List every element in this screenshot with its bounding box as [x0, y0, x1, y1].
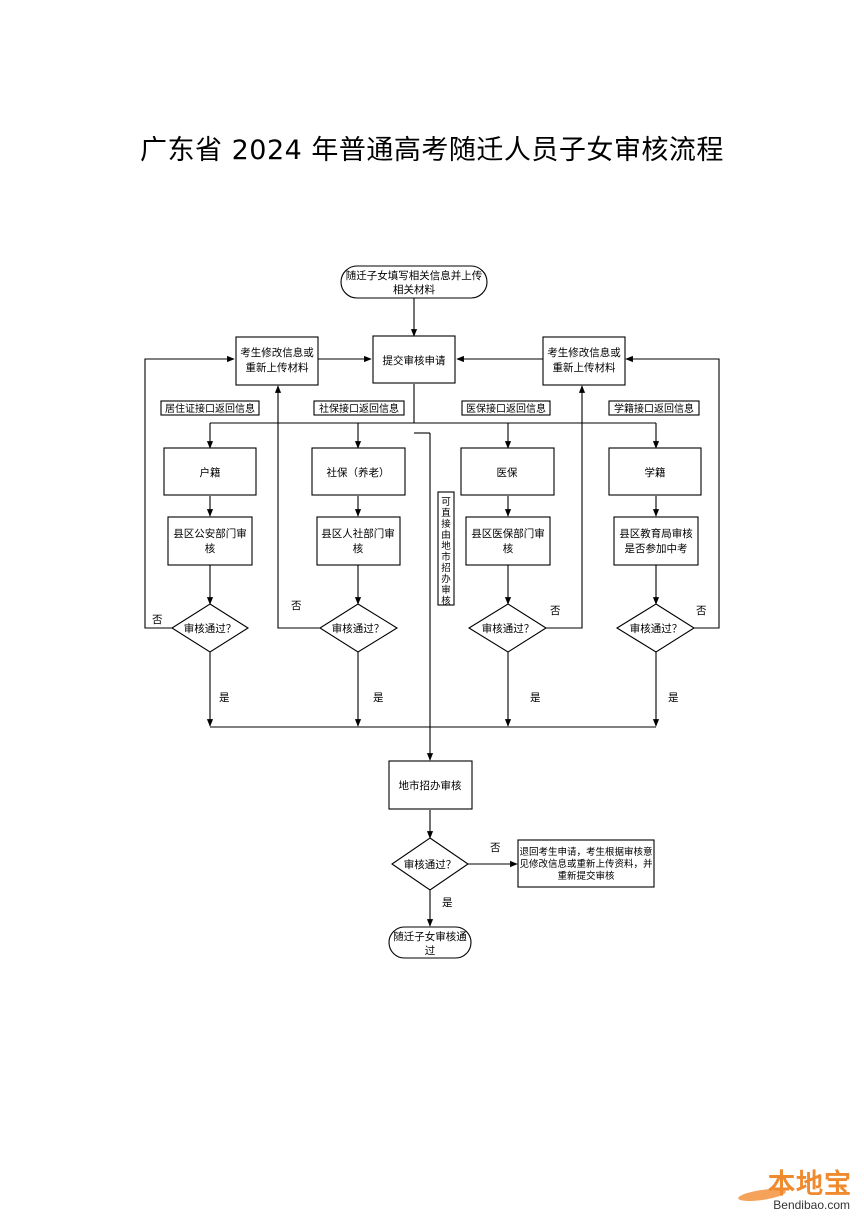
review-edu: 县区教育局审核 是否参加中考: [613, 516, 699, 566]
modify-right-line-1: 考生修改信息或: [547, 346, 621, 359]
interface-school: 学籍接口返回信息: [614, 402, 694, 415]
connectors: [144, 298, 720, 927]
interface-residence: 居住证接口返回信息: [165, 402, 255, 415]
start-node: 随迁子女填写相关信息并上传 相关材料: [340, 265, 488, 299]
modify-right-node: 考生修改信息或 重新上传材料: [542, 336, 626, 386]
interface-medical: 医保接口返回信息: [466, 402, 546, 415]
decision-medical: 审核通过？: [467, 603, 548, 653]
return-note-line-2: 见修改信息或重新上传资料，并: [519, 858, 653, 870]
page-title: 广东省 2024 年普通高考随迁人员子女审核流程: [140, 135, 724, 166]
category-huji: 户籍: [163, 447, 257, 496]
submit-node: 提交审核申请: [372, 335, 456, 384]
review-hr-line-2: 核: [353, 542, 364, 555]
category-yibao: 医保: [460, 447, 555, 496]
no-label: 否: [696, 605, 707, 617]
decision-label: 审核通过？: [482, 622, 535, 635]
no-label: 否: [152, 614, 163, 626]
review-medical-line-2: 核: [503, 542, 514, 555]
decision-label: 审核通过？: [630, 622, 683, 635]
modify-left-line-1: 考生修改信息或: [240, 346, 314, 359]
review-medical: 县区医保部门审 核: [465, 516, 551, 566]
review-medical-line-1: 县区医保部门审: [471, 527, 545, 540]
review-edu-line-1: 县区教育局审核: [619, 527, 693, 540]
start-line-2: 相关材料: [393, 283, 435, 296]
modify-left-line-2: 重新上传材料: [246, 361, 309, 374]
review-police-line-2: 核: [205, 542, 216, 555]
interface-labels: 居住证接口返回信息 社保接口返回信息 医保接口返回信息 学籍接口返回信息: [160, 400, 700, 416]
category-xueji: 学籍: [608, 447, 702, 496]
decision-city: 审核通过？: [391, 837, 469, 891]
return-note-node: 退回考生申请，考生根据审核意 见修改信息或重新上传资料，并 重新提交审核: [517, 839, 655, 888]
interface-social: 社保接口返回信息: [319, 402, 399, 415]
decision-hr: 审核通过？: [318, 603, 399, 653]
end-line-1: 随迁子女审核通: [393, 930, 467, 943]
no-label: 否: [291, 600, 302, 612]
return-note-line-3: 重新提交审核: [557, 870, 615, 882]
city-review-node: 地市招办审核: [388, 760, 473, 810]
svg-text:可: 可: [441, 497, 451, 508]
decision-edu: 审核通过？: [615, 603, 696, 653]
svg-text:地: 地: [441, 540, 451, 552]
direct-city-note: 可 直 接 由 地 市 招 办 审 核: [437, 491, 455, 607]
review-edu-line-2: 是否参加中考: [625, 542, 688, 555]
svg-text:招: 招: [441, 562, 451, 574]
xueji-label: 学籍: [645, 466, 666, 479]
svg-text:接: 接: [441, 518, 451, 530]
decision-label: 审核通过？: [184, 622, 237, 635]
yes-label: 是: [668, 692, 679, 704]
svg-text:审: 审: [441, 584, 451, 596]
category-shebao: 社保（养老）: [311, 447, 406, 496]
return-note-line-1: 退回考生申请，考生根据审核意: [519, 846, 652, 858]
no-label: 否: [550, 605, 561, 617]
svg-text:由: 由: [441, 529, 451, 541]
end-node: 随迁子女审核通 过: [388, 926, 472, 959]
watermark-url: Bendibao.com: [773, 1198, 850, 1212]
shebao-label: 社保（养老）: [327, 466, 390, 479]
review-hr-line-1: 县区人社部门审: [321, 527, 395, 540]
svg-text:核: 核: [441, 595, 451, 607]
svg-text:办: 办: [441, 573, 451, 585]
svg-text:直: 直: [441, 507, 451, 519]
svg-text:市: 市: [441, 551, 451, 563]
review-police: 县区公安部门审 核: [167, 516, 253, 566]
watermark-logo-text: 本地宝: [768, 1169, 852, 1200]
huji-label: 户籍: [200, 466, 221, 479]
end-line-2: 过: [425, 944, 436, 957]
decision-police: 审核通过？: [170, 603, 250, 653]
submit-label: 提交审核申请: [383, 354, 446, 367]
yes-label: 是: [373, 692, 384, 704]
branch-labels: 否 否 否 否 是 是 是 是 否 是: [152, 600, 707, 909]
modify-right-line-2: 重新上传材料: [553, 361, 616, 374]
review-hr: 县区人社部门审 核: [316, 516, 401, 566]
review-police-line-1: 县区公安部门审: [173, 527, 247, 540]
yibao-label: 医保: [497, 466, 518, 479]
modify-left-node: 考生修改信息或 重新上传材料: [235, 336, 319, 386]
city-review-label: 地市招办审核: [399, 779, 462, 792]
yes-label: 是: [219, 692, 230, 704]
start-line-1: 随迁子女填写相关信息并上传: [346, 269, 483, 282]
yes-label: 是: [442, 897, 453, 909]
yes-label: 是: [530, 692, 541, 704]
decision-label: 审核通过？: [404, 858, 457, 871]
bendibao-watermark: 本地宝 Bendibao.com: [716, 1160, 860, 1220]
decision-label: 审核通过？: [332, 622, 385, 635]
no-label: 否: [490, 842, 501, 854]
